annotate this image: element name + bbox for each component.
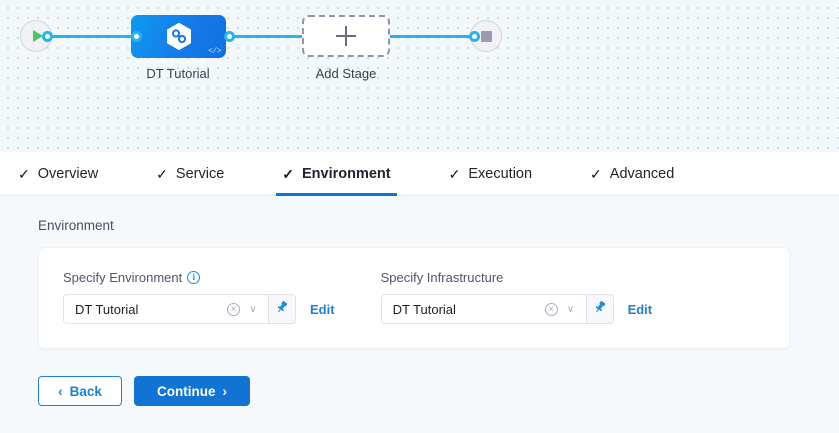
section-title: Environment	[38, 218, 114, 233]
tab-environment[interactable]: ✓ Environment	[276, 152, 398, 196]
tab-service[interactable]: ✓ Service	[156, 152, 224, 196]
check-icon: ✓	[156, 165, 168, 182]
chevron-down-icon[interactable]: ∨	[249, 303, 257, 315]
specify-environment-input[interactable]: DT Tutorial × ∨	[63, 294, 268, 324]
tab-overview-label: Overview	[37, 165, 99, 182]
pin-icon	[275, 300, 289, 319]
edit-environment-link[interactable]: Edit	[310, 301, 335, 317]
stop-icon	[480, 30, 492, 42]
hexagon-link-icon	[166, 22, 192, 51]
tab-environment-label: Environment	[302, 165, 391, 182]
specify-environment-group: Specify Environment i DT Tutorial × ∨	[63, 270, 335, 324]
pin-environment-button[interactable]	[268, 294, 296, 324]
specify-infrastructure-group: Specify Infrastructure DT Tutorial × ∨	[380, 270, 653, 324]
tab-advanced-label: Advanced	[609, 165, 675, 182]
connector-dot-stage-out[interactable]	[224, 31, 235, 42]
connector-dot-end-in[interactable]	[469, 31, 480, 42]
edit-infrastructure-link[interactable]: Edit	[627, 301, 653, 317]
environment-panel: Environment Specify Environment i DT Tut…	[0, 196, 839, 433]
back-button-label: Back	[69, 383, 102, 399]
specify-environment-label: Specify Environment	[63, 270, 183, 285]
check-icon: ✓	[448, 165, 461, 182]
pipeline-stage-label: DT Tutorial	[146, 66, 210, 81]
tab-overview[interactable]: ✓ Overview	[18, 152, 98, 196]
info-icon[interactable]: i	[187, 271, 201, 284]
add-stage-button[interactable]	[302, 15, 390, 57]
specify-environment-control: DT Tutorial × ∨	[63, 294, 296, 324]
chevron-down-icon[interactable]: ∨	[566, 303, 575, 315]
check-icon: ✓	[18, 165, 30, 182]
plus-icon	[336, 26, 356, 46]
specify-environment-label-row: Specify Environment i	[63, 270, 335, 285]
pin-infrastructure-button[interactable]	[585, 294, 614, 324]
pipeline-edge-addstage-to-end	[388, 35, 473, 38]
check-icon: ✓	[282, 165, 294, 182]
pipeline-canvas[interactable]: </> DT Tutorial Add Stage	[0, 0, 839, 152]
pipeline-edge-stage-to-addstage	[228, 35, 304, 38]
specify-infrastructure-row: DT Tutorial × ∨	[380, 294, 653, 324]
add-stage-label: Add Stage	[315, 66, 377, 81]
pin-icon	[593, 300, 607, 319]
specify-infrastructure-label: Specify Infrastructure	[380, 270, 504, 285]
tab-service-label: Service	[175, 165, 225, 182]
specify-infrastructure-value: DT Tutorial	[392, 301, 456, 317]
specify-infrastructure-input[interactable]: DT Tutorial × ∨	[380, 294, 586, 324]
pipeline-stage-node[interactable]: </>	[131, 15, 226, 58]
tab-bar: ✓ Overview ✓ Service ✓ Environment ✓ Exe…	[0, 152, 839, 196]
clear-icon[interactable]: ×	[544, 302, 558, 316]
code-badge-icon: </>	[208, 47, 221, 56]
environment-card: Specify Environment i DT Tutorial × ∨	[38, 247, 790, 349]
tab-execution[interactable]: ✓ Execution	[449, 152, 532, 196]
continue-button[interactable]: Continue ›	[134, 376, 250, 406]
specify-environment-value: DT Tutorial	[75, 301, 139, 317]
check-icon: ✓	[590, 165, 602, 182]
continue-button-label: Continue	[157, 383, 216, 399]
specify-infrastructure-control: DT Tutorial × ∨	[380, 294, 614, 324]
play-icon	[32, 30, 43, 42]
connector-dot-start-out[interactable]	[42, 31, 53, 42]
tab-execution-label: Execution	[468, 165, 533, 182]
specify-infrastructure-label-row: Specify Infrastructure	[381, 270, 653, 285]
footer-actions: ‹ Back Continue ›	[38, 376, 839, 406]
chevron-left-icon: ‹	[58, 383, 63, 399]
tab-advanced[interactable]: ✓ Advanced	[590, 152, 674, 196]
clear-icon[interactable]: ×	[227, 302, 240, 316]
connector-dot-stage-in[interactable]	[131, 31, 142, 42]
back-button[interactable]: ‹ Back	[38, 376, 122, 406]
pipeline-edge-start-to-stage	[46, 35, 136, 38]
specify-environment-row: DT Tutorial × ∨	[63, 294, 335, 324]
chevron-right-icon: ›	[222, 383, 228, 399]
